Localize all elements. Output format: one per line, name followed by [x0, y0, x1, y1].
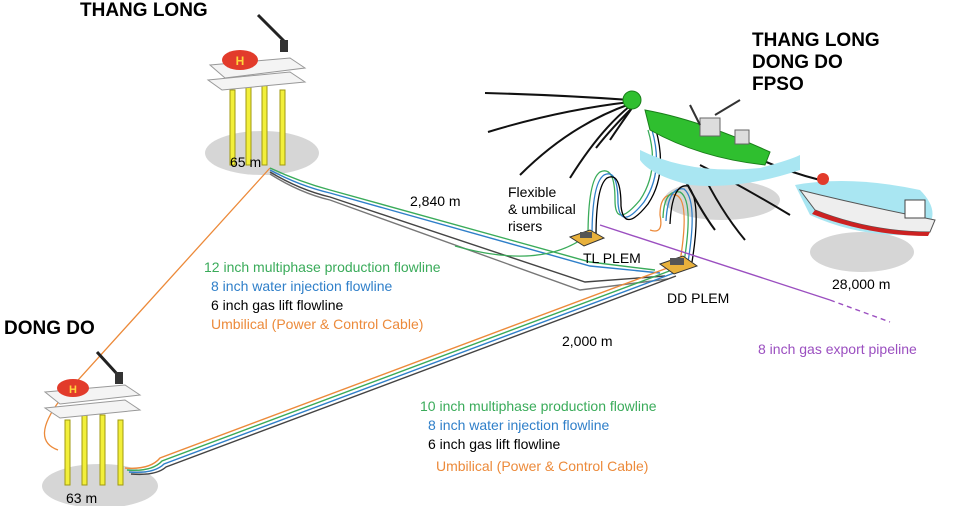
- fpso-title-line-2: DONG DO: [752, 52, 843, 73]
- svg-text:H: H: [236, 54, 245, 68]
- shuttle-tanker: [798, 173, 936, 236]
- distance-tl-plem: 2,840 m: [410, 193, 461, 209]
- dong-do-platform: H: [43, 350, 142, 486]
- water-surface: [640, 150, 800, 186]
- flowline-tl-gaslift: 6 inch gas lift flowline: [211, 297, 344, 313]
- flowline-tl-water: 8 inch water injection flowline: [211, 278, 393, 294]
- flowline-bundle-dd: [124, 266, 677, 476]
- risers-line-2: & umbilical: [508, 201, 576, 217]
- flowline-tl-production: 12 inch multiphase production flowline: [204, 259, 441, 275]
- flowline-dd-production: 10 inch multiphase production flowline: [420, 398, 657, 414]
- green-line-to-tl-plem: [454, 236, 586, 257]
- flowlines-dd-legend: 10 inch multiphase production flowline 8…: [420, 397, 657, 476]
- fpso-vessel: [622, 90, 771, 166]
- distance-export: 28,000 m: [832, 276, 891, 292]
- dd-plem-label: DD PLEM: [667, 290, 730, 306]
- tl-plem: [568, 229, 606, 247]
- flowline-dd-water: 8 inch water injection flowline: [428, 417, 610, 433]
- risers-line-1: Flexible: [508, 184, 557, 200]
- fpso-title-line-1: THANG LONG: [752, 30, 880, 51]
- seabed-fpso: [664, 180, 780, 220]
- svg-text:H: H: [69, 384, 77, 396]
- thang-long-platform: H: [206, 13, 307, 166]
- dong-do-title: DONG DO: [4, 318, 95, 339]
- export-pipeline-label: 8 inch gas export pipeline: [758, 341, 917, 357]
- flowline-dd-gaslift: 6 inch gas lift flowline: [428, 436, 561, 452]
- risers-line-3: risers: [508, 218, 543, 234]
- flowline-bundle-tl: [269, 167, 669, 291]
- risers-label: Flexible & umbilical risers: [508, 184, 576, 235]
- flowlines-tl-legend: 12 inch multiphase production flowline 8…: [204, 258, 441, 334]
- fpso-title: THANG LONG DONG DO FPSO: [752, 30, 880, 96]
- export-pipeline-dashed: [829, 299, 891, 323]
- distance-dd-plem: 2,000 m: [562, 333, 613, 349]
- fpso-title-line-3: FPSO: [752, 74, 804, 95]
- export-pipeline: [599, 224, 831, 301]
- thang-long-title: THANG LONG: [80, 0, 208, 21]
- tl-plem-label: TL PLEM: [583, 250, 641, 266]
- dd-plem: [658, 255, 699, 275]
- depth-thang-long: 65 m: [230, 154, 262, 170]
- flowline-dd-umbilical: Umbilical (Power & Control Cable): [436, 458, 649, 474]
- depth-dong-do: 63 m: [66, 490, 98, 506]
- seabed-tanker: [810, 232, 914, 272]
- flowline-tl-umbilical: Umbilical (Power & Control Cable): [211, 316, 424, 332]
